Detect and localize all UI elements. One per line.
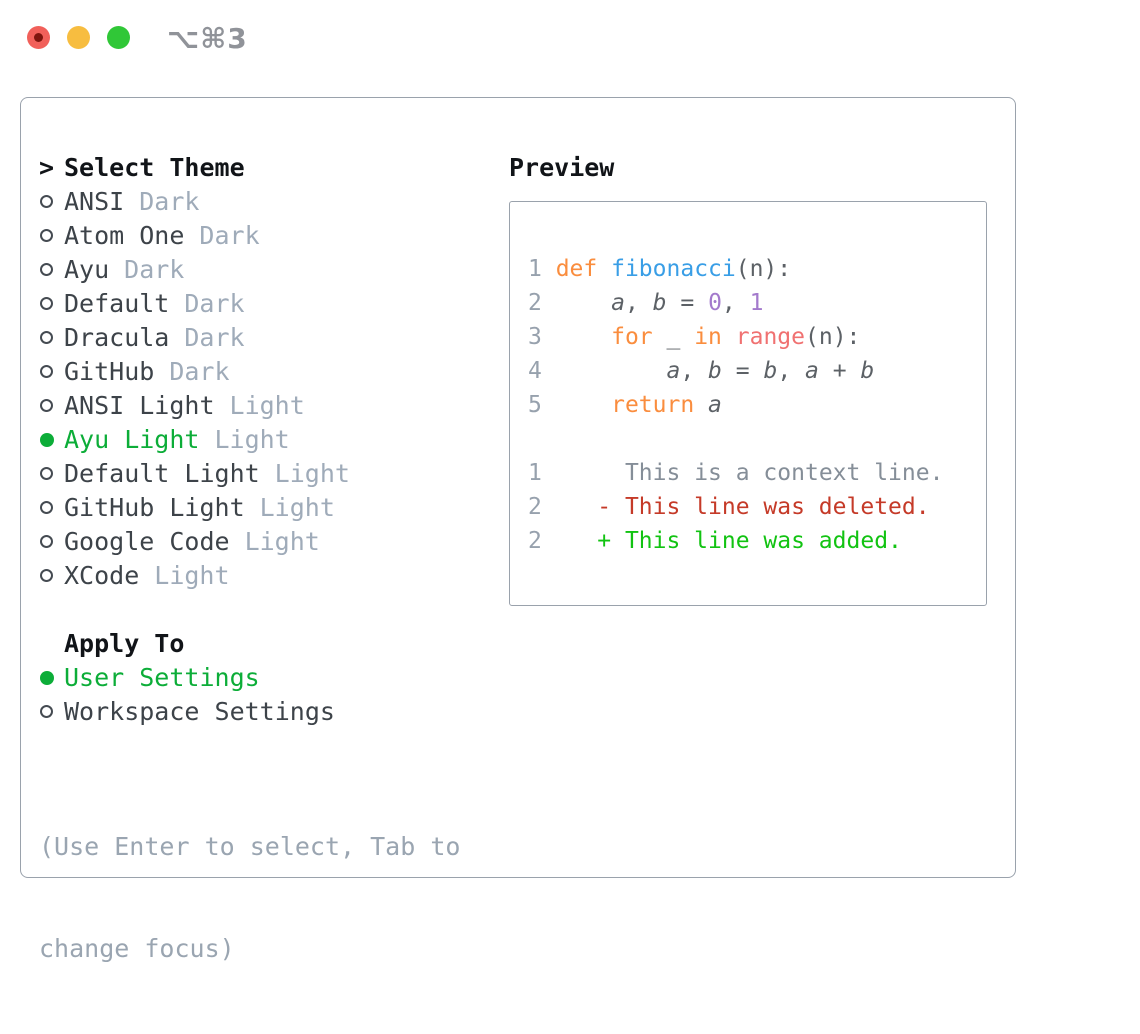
theme-variant-tag: Light (214, 424, 290, 454)
theme-item-label: Google Code (64, 526, 230, 556)
spacer (39, 728, 489, 762)
theme-item-label: XCode (64, 560, 140, 590)
preview-pane: Preview 1 def fibonacci(n): 2 a, b = 0, 1… (509, 150, 987, 606)
theme-item-label: Ayu (64, 254, 110, 284)
radio-icon (40, 399, 53, 412)
code-line: 2 a, b = 0, 1 (528, 290, 764, 316)
theme-variant-tag: Light (259, 492, 335, 522)
theme-item-label: Dracula (64, 322, 170, 352)
hint-line-1: (Use Enter to select, Tab to (39, 832, 461, 861)
preview-title: Preview (509, 152, 615, 182)
theme-item-ansi[interactable]: ANSI Dark (39, 184, 489, 218)
preview-code: 1 def fibonacci(n): 2 a, b = 0, 1 3 for _ … (528, 252, 986, 558)
theme-variant-tag: Dark (199, 220, 260, 250)
radio-icon (40, 569, 53, 582)
code-line: 5 return a (528, 392, 722, 418)
apply-to-header: Apply To (64, 628, 185, 658)
theme-item-github-light[interactable]: GitHub Light Light (39, 490, 489, 524)
theme-variant-tag: Dark (184, 322, 245, 352)
apply-option-workspace-settings[interactable]: Workspace Settings (39, 694, 489, 728)
theme-item-label: Default (64, 288, 170, 318)
close-button[interactable] (27, 26, 50, 49)
theme-item-default[interactable]: Default Dark (39, 286, 489, 320)
code-line (528, 422, 986, 456)
theme-item-ayu[interactable]: Ayu Dark (39, 252, 489, 286)
code-line: 2 + This line was added. (528, 528, 902, 554)
code-line: 4 a, b = b, a + b (528, 358, 875, 384)
app-window: { "window": { "title": "⌥⌘3" }, "sidebar… (0, 0, 1140, 963)
zoom-button[interactable] (107, 26, 130, 49)
theme-item-label: Default Light (64, 458, 260, 488)
radio-icon (40, 535, 53, 548)
theme-variant-tag: Light (229, 390, 305, 420)
theme-item-label: ANSI (64, 186, 125, 216)
theme-item-label: GitHub Light (64, 492, 245, 522)
theme-variant-tag: Light (244, 526, 320, 556)
minimize-button[interactable] (67, 26, 90, 49)
apply-option-label: User Settings (64, 662, 260, 692)
prompt-arrow-icon: > (39, 152, 55, 182)
theme-variant-tag: Light (274, 458, 350, 488)
radio-icon (40, 705, 53, 718)
theme-item-ayu-light[interactable]: Ayu Light Light (39, 422, 489, 456)
radio-icon (40, 501, 53, 514)
select-theme-title: Select Theme (64, 152, 245, 182)
theme-item-label: GitHub (64, 356, 155, 386)
theme-variant-tag: Dark (124, 254, 185, 284)
code-line: 1 def fibonacci(n): (528, 256, 792, 282)
preview-box: 1 def fibonacci(n): 2 a, b = 0, 1 3 for _ … (509, 201, 987, 606)
close-dot-icon (34, 33, 43, 42)
theme-item-xcode[interactable]: XCode Light (39, 558, 489, 592)
radio-icon (40, 365, 53, 378)
radio-icon (40, 467, 53, 480)
theme-variant-tag: Dark (184, 288, 245, 318)
spacer (39, 592, 489, 626)
radio-selected-icon (40, 670, 54, 685)
theme-variant-tag: Dark (169, 356, 230, 386)
theme-item-ansi-light[interactable]: ANSI Light Light (39, 388, 489, 422)
radio-icon (40, 297, 53, 310)
window-title: ⌥⌘3 (167, 22, 248, 55)
code-line: 2 - This line was deleted. (528, 494, 930, 520)
code-line: 1 This is a context line. (528, 460, 944, 486)
theme-item-label: Ayu Light (64, 424, 200, 454)
hint-text: (Use Enter to select, Tab to change focu… (39, 762, 489, 1034)
theme-item-dracula[interactable]: Dracula Dark (39, 320, 489, 354)
radio-icon (40, 229, 53, 242)
apply-option-user-settings[interactable]: User Settings (39, 660, 489, 694)
radio-selected-icon (40, 432, 54, 447)
theme-item-label: ANSI Light (64, 390, 215, 420)
radio-icon (40, 331, 53, 344)
theme-item-atom-one[interactable]: Atom One Dark (39, 218, 489, 252)
radio-icon (40, 263, 53, 276)
theme-item-label: Atom One (64, 220, 185, 250)
radio-icon (40, 195, 53, 208)
theme-item-google-code[interactable]: Google Code Light (39, 524, 489, 558)
titlebar: ⌥⌘3 (0, 0, 1140, 74)
theme-item-github[interactable]: GitHub Dark (39, 354, 489, 388)
select-theme-header: > Select Theme (39, 150, 489, 184)
theme-variant-tag: Dark (139, 186, 200, 216)
theme-item-default-light[interactable]: Default Light Light (39, 456, 489, 490)
theme-variant-tag: Light (154, 560, 230, 590)
hint-line-2: change focus) (39, 934, 235, 963)
apply-option-label: Workspace Settings (64, 696, 335, 726)
code-line: 3 for _ in range(n): (528, 324, 861, 350)
